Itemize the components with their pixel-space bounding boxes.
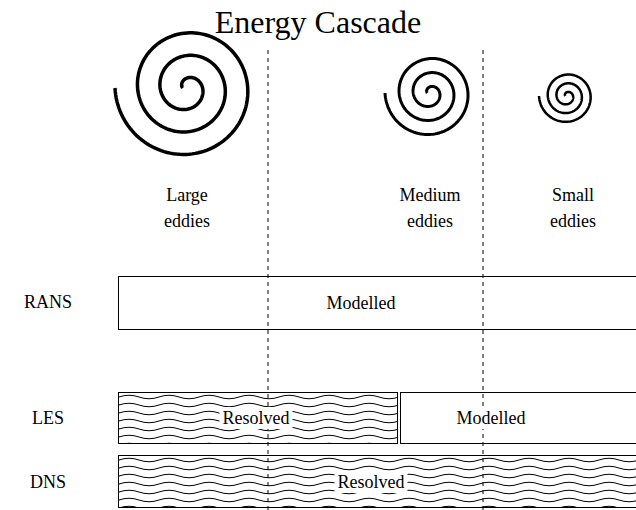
method-label: DNS xyxy=(8,469,88,495)
eddy-label: Large eddies xyxy=(142,182,232,234)
resolved-band: Resolved xyxy=(118,455,636,508)
band-text: Modelled xyxy=(324,292,399,314)
method-label: LES xyxy=(8,405,88,431)
band-text: Resolved xyxy=(220,407,293,429)
eddy-label: Medium eddies xyxy=(380,182,480,234)
method-label: RANS xyxy=(8,289,88,315)
modelled-band: Modelled xyxy=(400,392,636,444)
band-text: Modelled xyxy=(454,407,529,429)
eddy-spiral xyxy=(385,59,468,135)
eddy-label: Small eddies xyxy=(533,182,613,234)
modelled-band: Modelled xyxy=(118,276,636,330)
band-text: Resolved xyxy=(335,471,408,493)
eddy-spiral xyxy=(539,75,591,122)
resolved-band: Resolved xyxy=(118,392,398,444)
eddy-spiral xyxy=(115,33,248,155)
divider-line xyxy=(483,50,484,510)
diagram-title: Energy Cascade xyxy=(215,4,421,40)
